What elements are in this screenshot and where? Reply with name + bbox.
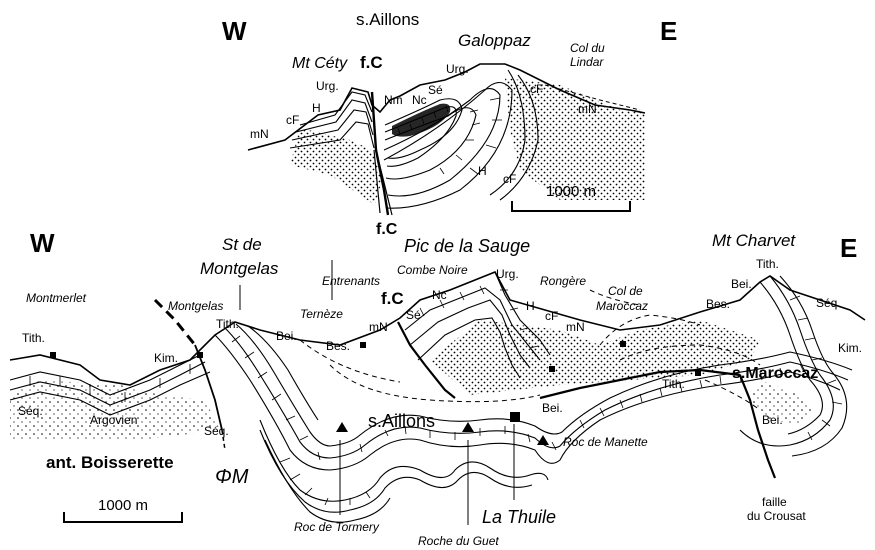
upper-title: s.Aillons (356, 10, 419, 29)
lower-mn-label-1: mN (369, 320, 388, 334)
lower-h-label: H (526, 299, 535, 313)
lower-scale-bar (63, 512, 183, 523)
la-thuile-label: La Thuile (482, 507, 556, 527)
upper-labels: W E s.Aillons Mt Céty f.C f.C Galoppaz C… (222, 10, 677, 238)
bei-label-2: Bei. (731, 277, 752, 291)
kim-label-left: Kim. (154, 351, 178, 365)
combe-noire-label: Combe Noire (397, 263, 468, 277)
montgelas-label: Montgelas (168, 299, 223, 313)
bes-label-1: Bes. (326, 339, 350, 353)
lower-markers (50, 341, 701, 422)
lower-urg-label: Urg. (496, 267, 519, 281)
lower-sauge-fold (399, 271, 551, 379)
lower-montgelas-fault (153, 298, 197, 346)
upper-nm-core (392, 103, 451, 137)
argovien-label: Argovien (90, 413, 137, 427)
lower-dotted-left (10, 380, 220, 440)
lower-se-label: Sé (406, 308, 421, 322)
st-de-label: St de (222, 235, 262, 254)
upper-cf-lower: cF (503, 172, 516, 186)
lower-east-label: E (840, 233, 857, 263)
upper-cf-left: cF (286, 113, 299, 127)
lower-crousat-fault (738, 374, 777, 479)
upper-nc: Nc (412, 93, 427, 107)
upper-fault-fc (370, 91, 390, 216)
col-de-maroccaz-label-1: Col de (608, 284, 643, 298)
s-aillons-label: s.Aillons (368, 411, 435, 431)
lower-nc-label: Nc (432, 288, 447, 302)
tith-label-2: Tith. (216, 317, 239, 331)
pic-de-la-sauge-label: Pic de la Sauge (404, 236, 530, 256)
upper-east-label: E (660, 16, 677, 46)
col-du-lindar-label-2: Lindar (570, 55, 604, 69)
lower-dotted-right (750, 380, 815, 425)
roc-de-tormery-label: Roc de Tormery (294, 520, 380, 534)
upper-se: Sé (428, 83, 443, 97)
lower-maroccaz-overthrust (539, 368, 741, 400)
rongere-label: Rongère (540, 274, 586, 288)
upper-west-label: W (222, 16, 247, 46)
lower-labels: W E St de Montgelas Pic de la Sauge Comb… (18, 228, 862, 548)
lower-fc-label: f.C (381, 289, 404, 308)
upper-mn-right: mN (578, 102, 597, 116)
upper-dotted-left (290, 128, 382, 205)
seq-label-2: Séq. (204, 424, 229, 438)
bei-label-1: Bei. (276, 329, 297, 343)
ant-boisserette-label: ant. Boisserette (46, 453, 174, 472)
upper-scale-label: 1000 m (546, 183, 596, 200)
lower-fault-fc (397, 321, 456, 399)
upper-dotted-right (505, 78, 645, 200)
lower-mn-label-2: mN (566, 320, 585, 334)
montgelas-top-label: Montgelas (200, 259, 279, 278)
lower-west-label: W (30, 228, 55, 258)
kim-label-right: Kim. (838, 341, 862, 355)
montmerlet-label: Montmerlet (26, 291, 87, 305)
bes-label-2: Bes. (706, 297, 730, 311)
galoppaz-label: Galoppaz (458, 31, 531, 50)
upper-h-left: H (312, 101, 321, 115)
tith-label-4: Tith. (662, 377, 685, 391)
seq-label-1: Séq. (18, 404, 43, 418)
upper-scale-bar (511, 201, 631, 212)
upper-fc-bottom-label: f.C (376, 221, 398, 238)
lower-scale-label: 1000 m (98, 497, 148, 514)
upper-nm: Nm (384, 93, 403, 107)
roc-de-manette-label: Roc de Manette (563, 435, 648, 449)
mt-cety-label: Mt Céty (292, 55, 348, 72)
col-de-maroccaz-label-2: Maroccaz (596, 299, 648, 313)
bei-label-4: Bei. (762, 413, 783, 427)
lower-cf-label: cF (545, 309, 558, 323)
phi-m-label: ΦM (215, 466, 249, 488)
upper-h-right: H (478, 164, 487, 178)
upper-urg-right: Urg. (446, 62, 469, 76)
upper-fc-top-label: f.C (360, 53, 383, 72)
tith-label-3: Tith. (756, 257, 779, 271)
upper-section (247, 63, 646, 216)
upper-urg-left: Urg. (316, 79, 339, 93)
roche-du-guet-label: Roche du Guet (418, 534, 499, 548)
lower-dotted-center (430, 320, 760, 395)
upper-cf-right: cF (530, 82, 543, 96)
col-du-lindar-label-1: Col du (570, 41, 605, 55)
terneze-label: Ternèze (300, 307, 343, 321)
lower-summit-triangles (336, 422, 549, 445)
entrenants-label: Entrenants (322, 274, 380, 288)
upper-mn-left: mN (250, 127, 269, 141)
tith-label-1: Tith. (22, 331, 45, 345)
faille-label-1: faille (762, 495, 787, 509)
bei-label-3: Bei. (542, 401, 563, 415)
seq-label-3: Séq. (816, 296, 841, 310)
faille-label-2: du Crousat (747, 509, 806, 523)
lower-section (9, 260, 866, 525)
s-maroccaz-label: s.Maroccaz (732, 365, 818, 382)
mt-charvet-label: Mt Charvet (712, 231, 796, 250)
